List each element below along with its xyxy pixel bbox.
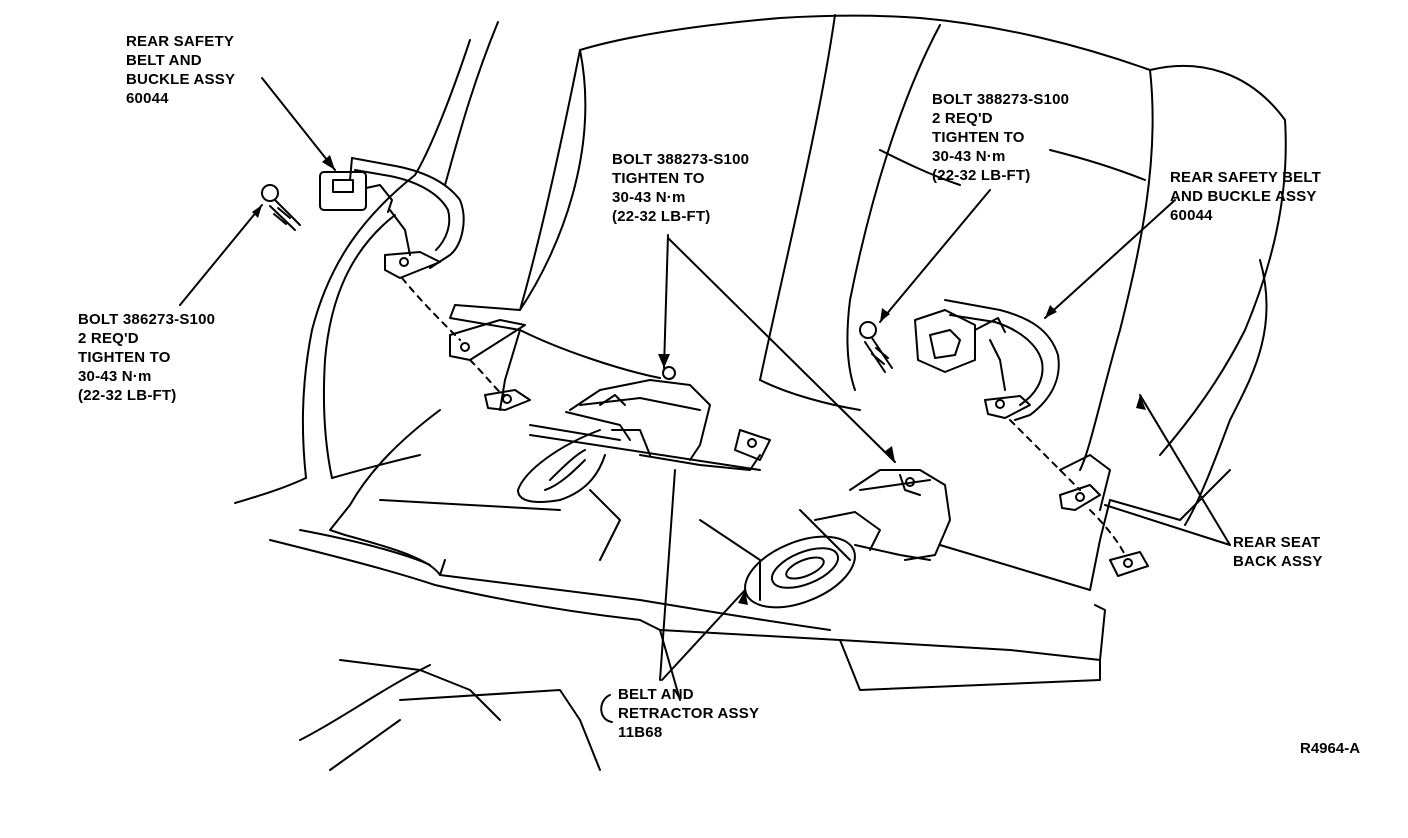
left-buckle-assy bbox=[319, 157, 531, 411]
left-bolt-icon bbox=[261, 184, 301, 231]
right-bolt-icon bbox=[859, 321, 893, 373]
floor-pan bbox=[269, 329, 1231, 771]
callout-belt-buckle-left: REAR SAFETY BELT AND BUCKLE ASSY 60044 bbox=[126, 33, 236, 107]
arrowheads bbox=[252, 155, 1146, 605]
callout-belt-buckle-right: REAR SAFETY BELT AND BUCKLE ASSY 60044 bbox=[1170, 169, 1321, 224]
right-retractor bbox=[744, 469, 951, 609]
leader-lines bbox=[179, 77, 1231, 723]
rear-seat-back bbox=[449, 14, 1287, 526]
callout-bolt-left: BOLT 386273-S100 2 REQ'D TIGHTEN TO 30-4… bbox=[78, 311, 216, 404]
center-retractor bbox=[517, 366, 771, 503]
callout-bolt-right: BOLT 388273-S100 2 REQ'D TIGHTEN TO 30-4… bbox=[932, 91, 1070, 184]
callout-bolt-center: BOLT 388273-S100 TIGHTEN TO 30-43 N·m (2… bbox=[612, 151, 750, 225]
callout-seat-back: REAR SEAT BACK ASSY bbox=[1233, 534, 1323, 570]
callout-belt-retractor: BELT AND RETRACTOR ASSY 11B68 bbox=[618, 686, 760, 741]
figure-reference: R4964-A bbox=[1300, 740, 1361, 757]
right-buckle-assy bbox=[914, 299, 1149, 577]
left-pillar-trim bbox=[234, 21, 499, 504]
